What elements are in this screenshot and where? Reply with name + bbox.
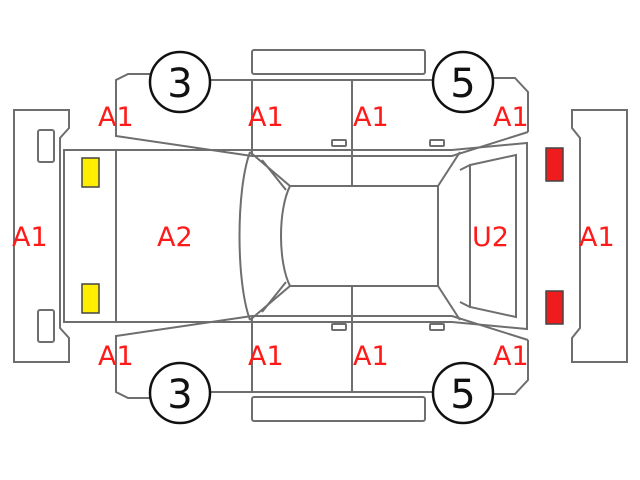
rear-lamp-bottom	[545, 290, 564, 325]
label-front-fender-top: A1	[98, 102, 134, 133]
label-front-door-bottom: A1	[248, 341, 284, 372]
label-front-fender-bottom: A1	[98, 341, 134, 372]
rear-window	[459, 153, 517, 319]
wheel-front-top: 3	[148, 50, 212, 114]
side-skirt-bottom	[251, 396, 426, 422]
rear-lamp-top	[545, 147, 564, 182]
label-hood: A2	[157, 222, 193, 253]
rear-bumper	[571, 109, 628, 363]
label-rear-door-top: A1	[353, 102, 389, 133]
label-rear-fender-top: A1	[493, 102, 529, 133]
wheel-rear-top-label: 5	[450, 61, 475, 107]
front-lamp-top	[81, 157, 100, 188]
wheel-rear-top: 5	[431, 50, 495, 114]
body-top-view	[63, 141, 528, 331]
wheel-front-top-label: 3	[167, 61, 192, 107]
wheel-front-bottom: 3	[148, 361, 212, 425]
label-front-bumper: A1	[12, 222, 48, 253]
wheel-front-bottom-label: 3	[167, 372, 192, 418]
label-rear-door-bottom: A1	[353, 341, 389, 372]
side-skirt-top	[251, 49, 426, 75]
label-rear-bumper: A1	[579, 222, 615, 253]
label-roof: U2	[472, 222, 509, 253]
cabin	[238, 151, 461, 321]
label-front-door-top: A1	[248, 102, 284, 133]
wheel-rear-bottom: 5	[431, 361, 495, 425]
front-lamp-bottom	[81, 283, 100, 314]
label-rear-fender-bottom: A1	[493, 341, 529, 372]
wheel-rear-bottom-label: 5	[450, 372, 475, 418]
front-bumper	[13, 109, 70, 363]
